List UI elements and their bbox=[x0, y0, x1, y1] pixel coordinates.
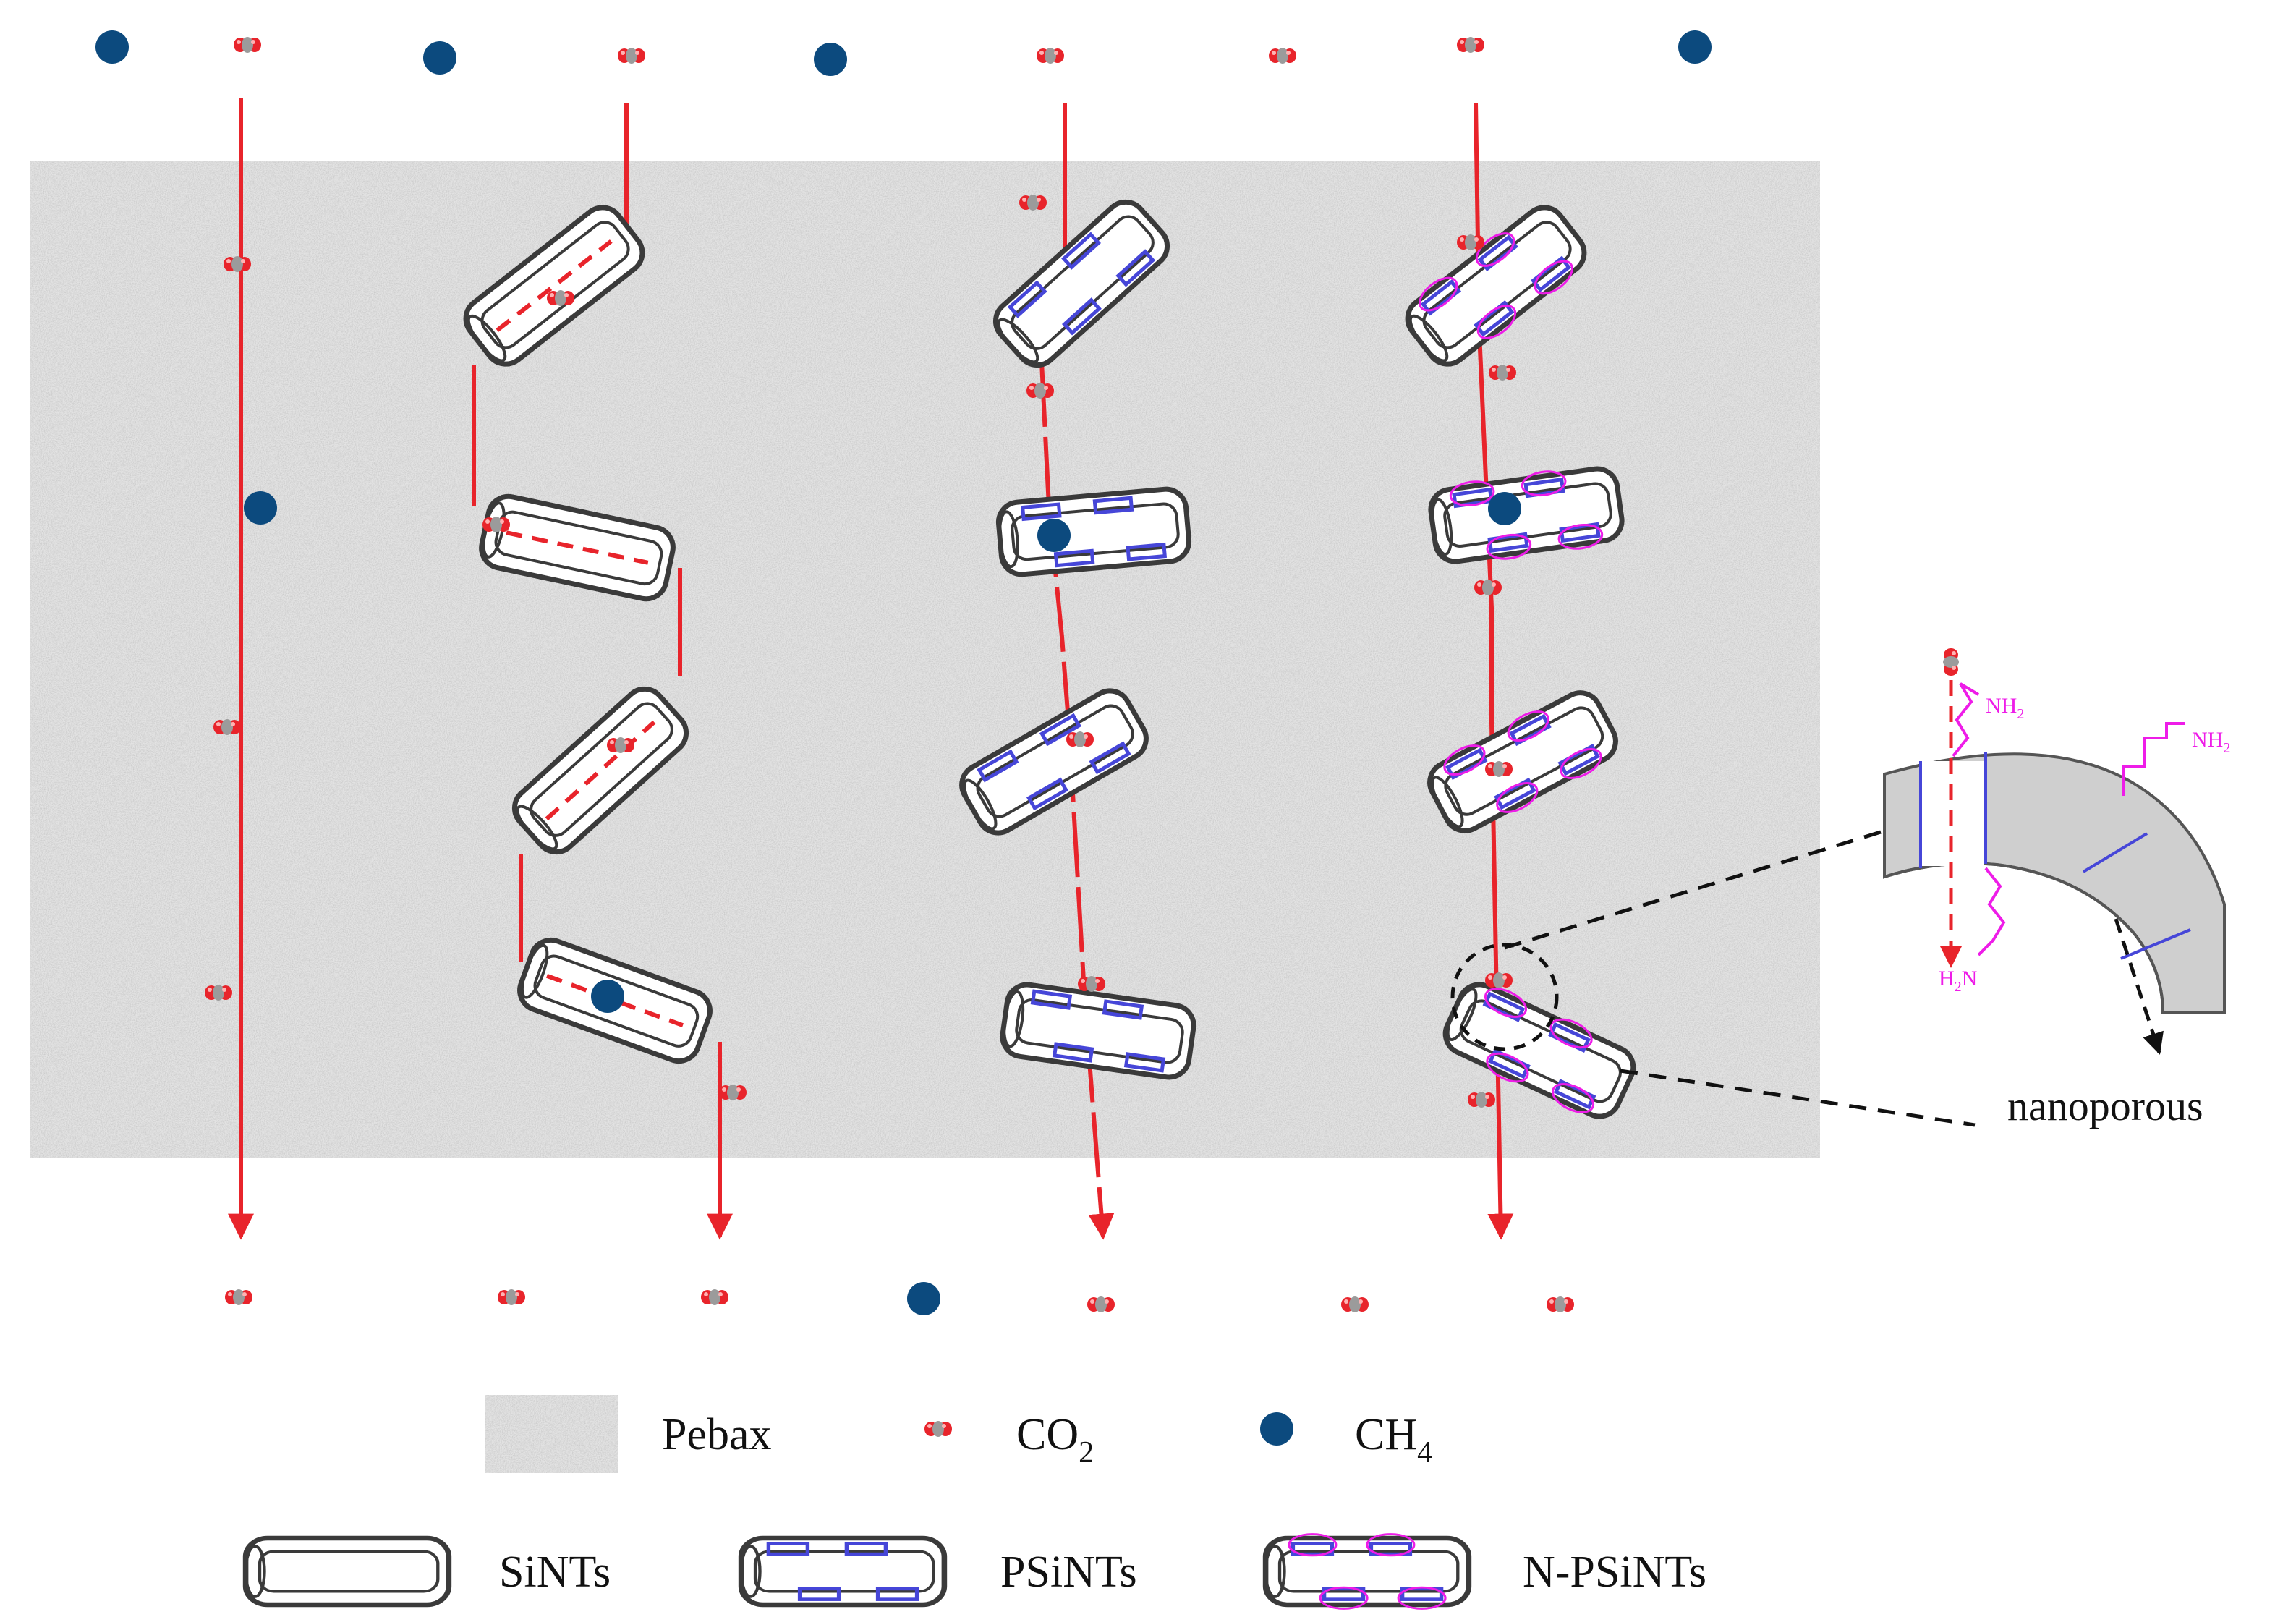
co2-molecule-icon bbox=[1269, 48, 1296, 64]
legend-co2-label: CO2 bbox=[1016, 1410, 1094, 1469]
co2-molecule-icon bbox=[618, 48, 645, 64]
co2-molecule-icon bbox=[1078, 976, 1105, 992]
co2-molecule-icon bbox=[1489, 365, 1516, 381]
nanotube-wall-inset bbox=[1883, 648, 2226, 1055]
ch4-molecule-icon bbox=[814, 43, 847, 76]
legend-sints-label: SiNTs bbox=[499, 1548, 611, 1597]
ch4-molecule-icon bbox=[1037, 519, 1071, 552]
co2-molecule-icon bbox=[607, 737, 634, 753]
co2-molecule-icon bbox=[1066, 731, 1094, 747]
legend-pebax-swatch bbox=[485, 1395, 618, 1473]
pore-pointer-arrow bbox=[2114, 918, 2164, 1055]
inset-pore bbox=[2082, 832, 2191, 960]
ch4-molecule-icon bbox=[1488, 492, 1521, 525]
co2-molecule-icon bbox=[1026, 383, 1054, 399]
ch4-molecule-icon bbox=[1678, 30, 1712, 64]
co2-molecule-icon bbox=[234, 37, 261, 53]
sints-tube-icon bbox=[246, 1538, 449, 1605]
legend: Pebax CO2 CH4 SiNTs PSiNTs N-PSiNTs bbox=[246, 1395, 1706, 1610]
co2-molecule-icon bbox=[213, 719, 241, 735]
sints-path bbox=[472, 103, 733, 1240]
legend-psints-label: PSiNTs bbox=[1000, 1548, 1137, 1597]
legend-ch4-label: CH4 bbox=[1355, 1410, 1432, 1469]
inset-pore bbox=[1919, 752, 1987, 868]
co2-molecule-icon bbox=[547, 290, 574, 306]
co2-molecule-icon bbox=[1457, 234, 1484, 250]
nanoporous-label: nanoporous bbox=[2007, 1082, 2203, 1129]
co2-molecule-icon bbox=[498, 1289, 525, 1305]
zoom-callout bbox=[1450, 830, 1976, 1127]
ch4-molecule-icon bbox=[591, 980, 624, 1013]
co2-molecule-icon bbox=[1037, 48, 1064, 64]
co2-molecule-icon bbox=[205, 985, 232, 1001]
co2-molecule-icon bbox=[1485, 972, 1513, 988]
co2-molecule-icon bbox=[1019, 195, 1047, 211]
co2-molecule-icon bbox=[1468, 1092, 1495, 1108]
psints-tube bbox=[997, 488, 1191, 576]
co2-molecule-icon bbox=[1341, 1296, 1369, 1312]
ch4-molecule-icon bbox=[423, 41, 456, 75]
ch4-molecule-icon bbox=[1260, 1412, 1293, 1446]
ch4-molecule-icon bbox=[907, 1282, 940, 1315]
amine-chain bbox=[1952, 682, 2185, 956]
co2-molecule-icon bbox=[224, 256, 251, 272]
h2n-label: H2N bbox=[1939, 967, 1977, 995]
pebax-membrane bbox=[30, 161, 1820, 1158]
ch4-molecule-icon bbox=[95, 30, 129, 64]
co2-molecule-icon bbox=[701, 1289, 728, 1305]
co2-molecule-icon bbox=[924, 1421, 952, 1437]
co2-molecule-icon bbox=[1474, 580, 1502, 595]
co2-molecule-icon bbox=[1485, 761, 1513, 777]
co2-molecule-icon bbox=[482, 517, 510, 532]
psints-tube-icon bbox=[741, 1538, 945, 1605]
ch4-molecule-icon bbox=[244, 491, 277, 525]
co2-molecule-icon bbox=[1943, 648, 1959, 676]
co2-molecule-icon bbox=[1457, 37, 1484, 53]
co2-molecule-icon bbox=[719, 1085, 747, 1100]
nh2-label: NH2 bbox=[2192, 728, 2230, 756]
legend-npsints-label: N-PSiNTs bbox=[1523, 1548, 1706, 1597]
co2-molecule-icon bbox=[1087, 1296, 1115, 1312]
nh2-label: NH2 bbox=[1986, 694, 2024, 722]
npsints-tube-icon bbox=[1266, 1532, 1469, 1610]
co2-molecule-icon bbox=[1547, 1296, 1574, 1312]
legend-pebax-label: Pebax bbox=[662, 1410, 772, 1459]
co2-molecule-icon bbox=[225, 1289, 252, 1305]
